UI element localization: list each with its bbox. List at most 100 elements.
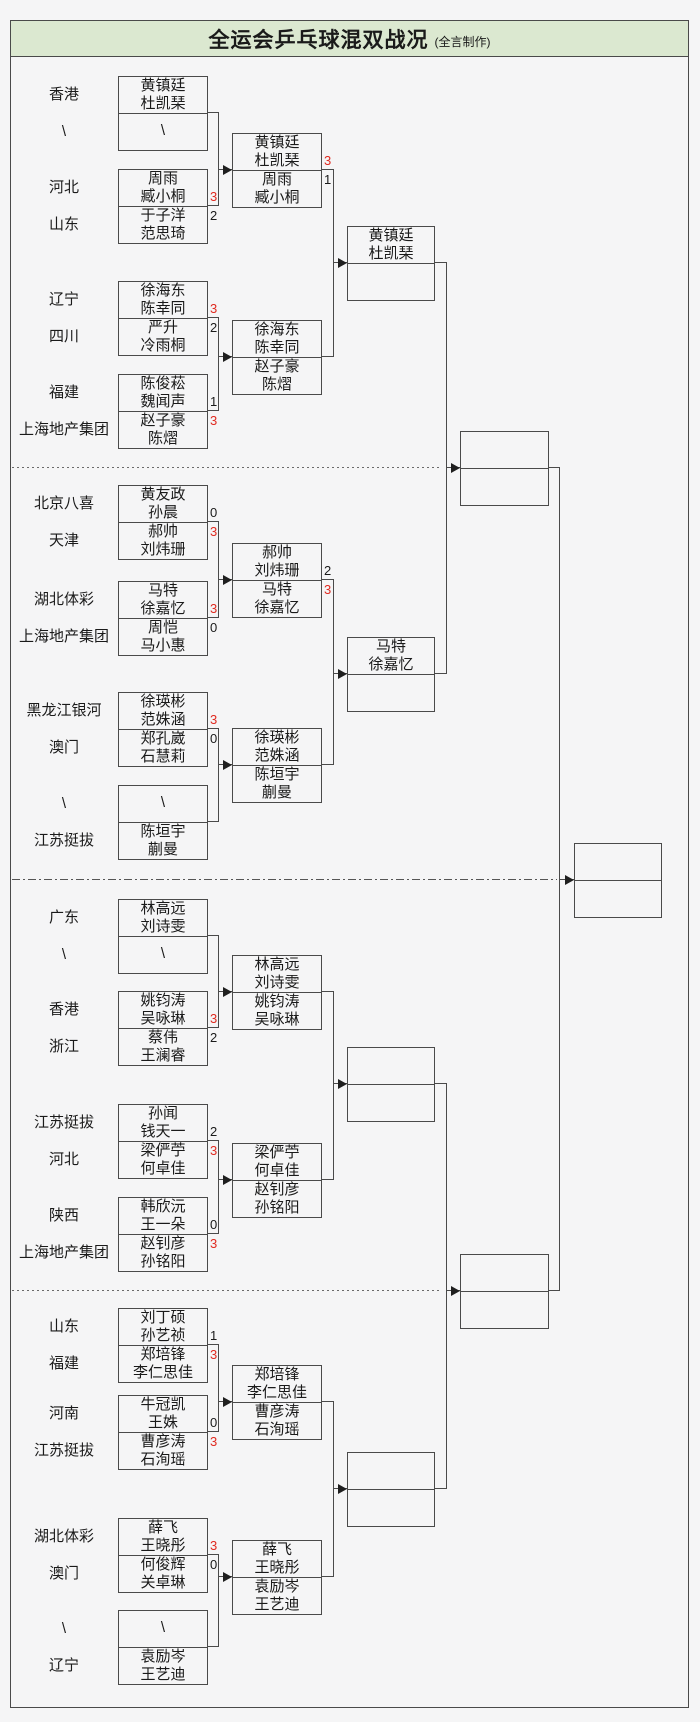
match-box-r1 <box>118 485 208 560</box>
advance-arrow-icon <box>223 987 232 997</box>
connector-line <box>208 112 218 113</box>
player-pair: 郝帅 <box>147 523 178 540</box>
advance-arrow-icon <box>451 1286 460 1296</box>
title-bar: 全运会乒乓球混双战况 (全言制作) <box>10 20 689 57</box>
match-box-r1 <box>118 1197 208 1272</box>
match-score: 0 <box>210 1415 218 1430</box>
match-score: 0 <box>210 1217 218 1232</box>
match-divider <box>119 411 207 412</box>
connector-line <box>208 1431 218 1432</box>
advance-arrow-icon <box>223 165 232 175</box>
match-score: 1 <box>324 172 332 187</box>
advance-arrow-icon <box>223 575 232 585</box>
match-score: 3 <box>210 413 218 428</box>
match-score: 2 <box>210 208 218 223</box>
player-pair: 冷雨桐 <box>140 337 186 354</box>
match-box-qf <box>347 1047 435 1122</box>
match-box-qf <box>347 637 435 712</box>
advance-arrow-icon <box>223 1572 232 1582</box>
player-pair: 黄镇廷 <box>140 77 186 94</box>
player-pair: 刘炜珊 <box>140 541 186 558</box>
advance-arrow-icon <box>223 760 232 770</box>
connector-line <box>218 1140 219 1234</box>
match-score: 3 <box>210 1347 218 1362</box>
team-label: 澳门 <box>48 1565 79 1582</box>
connector-line <box>435 1083 446 1084</box>
connector-line <box>322 1576 333 1577</box>
connector-line <box>218 1554 219 1647</box>
connector-line <box>218 317 219 411</box>
match-box-qf <box>347 226 435 301</box>
match-box-r2 <box>232 955 322 1030</box>
match-score: 3 <box>324 153 332 168</box>
player-pair: 何俊辉 <box>140 1556 186 1573</box>
player-pair: 周恺 <box>147 619 178 636</box>
match-divider <box>233 170 321 171</box>
player-pair: 赵子豪 <box>254 358 300 375</box>
player-pair: 王姝 <box>147 1414 178 1431</box>
match-divider <box>233 992 321 993</box>
player-pair: 徐海东 <box>254 321 300 338</box>
connector-line <box>322 1401 333 1402</box>
match-divider <box>119 206 207 207</box>
team-label: 福建 <box>48 1355 79 1372</box>
player-pair: 李仁思佳 <box>132 1364 193 1381</box>
team-label: 陕西 <box>48 1207 79 1224</box>
team-label: 福建 <box>48 384 79 401</box>
match-box-r2 <box>232 728 322 803</box>
connector-line <box>218 521 219 618</box>
match-box-r2 <box>232 133 322 208</box>
match-box-r1 <box>118 1395 208 1470</box>
connector-line <box>208 935 218 936</box>
team-label: 江苏挺拔 <box>33 832 94 849</box>
connector-line <box>208 1646 218 1647</box>
player-pair: 黄镇廷 <box>254 134 300 151</box>
player-pair: 袁励岑 <box>254 1578 300 1595</box>
player-pair: 王晓彤 <box>254 1559 300 1576</box>
match-score: 2 <box>324 563 332 578</box>
player-pair: 薛飞 <box>261 1541 292 1558</box>
connector-line <box>208 1344 218 1345</box>
player-pair: 王澜睿 <box>140 1047 186 1064</box>
credit-note: (全言制作) <box>434 34 491 49</box>
advance-arrow-icon <box>338 1484 347 1494</box>
connector-line <box>322 579 333 580</box>
player-pair: 徐嘉忆 <box>368 656 414 673</box>
connector-line <box>435 262 446 263</box>
match-box-sf <box>460 1254 549 1329</box>
connector-line <box>322 356 333 357</box>
team-label: 浙江 <box>48 1038 79 1055</box>
connector-line <box>549 467 559 468</box>
connector-line <box>218 935 219 1028</box>
player-pair: 孙闻 <box>147 1105 178 1122</box>
player-pair: 赵钊彦 <box>140 1235 186 1252</box>
player-pair: 徐嘉忆 <box>140 600 186 617</box>
player-pair: 刘炜珊 <box>254 562 300 579</box>
team-label: 上海地产集团 <box>18 421 109 438</box>
player-pair: 孙铭阳 <box>140 1253 186 1270</box>
player-pair: 徐瑛彬 <box>254 729 300 746</box>
connector-line <box>208 521 218 522</box>
player-pair: 韩欣沅 <box>140 1198 186 1215</box>
match-divider <box>119 1345 207 1346</box>
team-label: 澳门 <box>48 739 79 756</box>
match-divider <box>233 580 321 581</box>
player-pair: 刘诗雯 <box>254 974 300 991</box>
match-score: 2 <box>210 1030 218 1045</box>
player-pair: \ <box>160 945 166 962</box>
player-pair: 马特 <box>147 582 178 599</box>
team-label: 江苏挺拔 <box>33 1114 94 1131</box>
player-pair: 王艺迪 <box>140 1666 186 1683</box>
team-label: 广东 <box>48 909 79 926</box>
player-pair: 蒯曼 <box>147 841 178 858</box>
player-pair: 王晓彤 <box>140 1537 186 1554</box>
player-pair: 郑培锋 <box>140 1346 186 1363</box>
connector-line <box>322 1179 333 1180</box>
connector-line <box>208 317 218 318</box>
match-score: 3 <box>324 582 332 597</box>
player-pair: 杜凯琹 <box>140 95 186 112</box>
connector-line <box>333 991 334 1180</box>
player-pair: 何卓佳 <box>140 1160 186 1177</box>
